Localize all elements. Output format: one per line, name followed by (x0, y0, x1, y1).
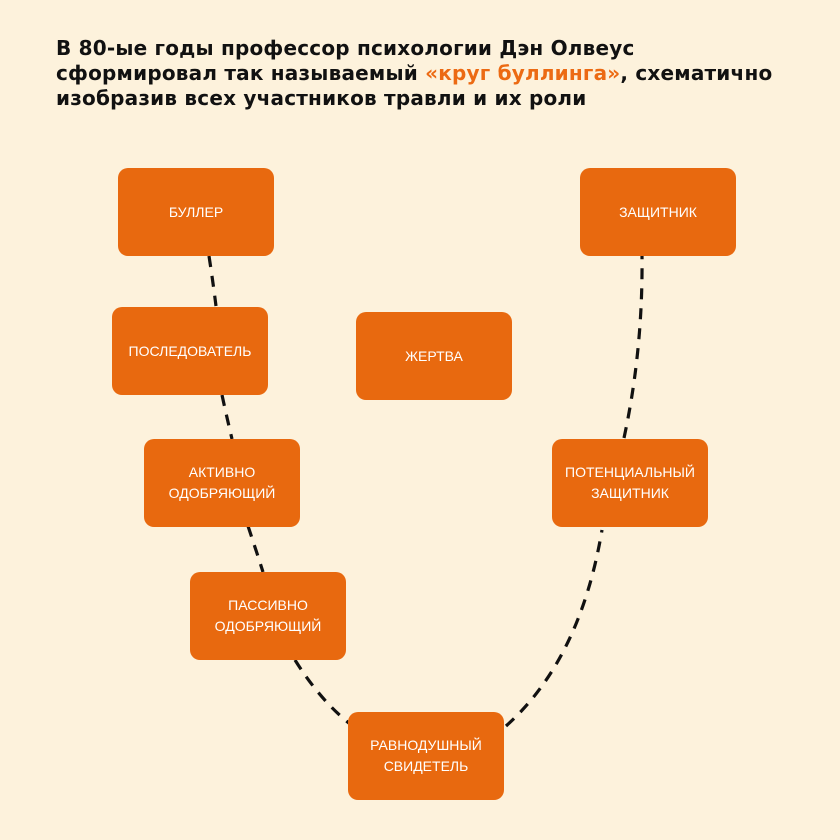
role-passive-supporter-line1: ПАССИВНО (228, 597, 308, 613)
role-active-supporter: АКТИВНО ОДОБРЯЮЩИЙ (144, 439, 300, 527)
heading-highlight: «круг буллинга» (425, 61, 621, 85)
role-bystander-line1: РАВНОДУШНЫЙ (370, 737, 482, 753)
heading-text-end: , схематично изобразив всех участников т… (56, 61, 773, 110)
role-victim: ЖЕРТВА (356, 312, 512, 400)
role-bystander: РАВНОДУШНЫЙ СВИДЕТЕЛЬ (348, 712, 504, 800)
connector-potential-defender (622, 255, 644, 439)
role-victim-label: ЖЕРТВА (405, 347, 463, 364)
page-heading: В 80-ые годы профессор психологии Дэн Ол… (56, 36, 796, 111)
role-defender-label: ЗАЩИТНИК (619, 203, 697, 220)
role-buller-label: БУЛЛЕР (168, 203, 224, 220)
connector-bystander-potential (504, 529, 604, 728)
role-follower: ПОСЛЕДОВАТЕЛЬ (112, 307, 268, 395)
heading-text-start: В 80-ые годы профессор психологии Дэн Ол… (56, 36, 635, 85)
role-potential-defender-line1: ПОТЕНЦИАЛЬНЫЙ (565, 464, 695, 480)
role-active-supporter-line2: ОДОБРЯЮЩИЙ (168, 485, 276, 501)
role-bystander-line2: СВИДЕТЕЛЬ (383, 758, 469, 774)
role-buller: БУЛЛЕР (118, 168, 274, 256)
role-passive-supporter-line2: ОДОБРЯЮЩИЙ (214, 618, 322, 634)
connector-buller-follower (207, 255, 218, 307)
connector-follower-active (220, 394, 234, 440)
role-follower-label: ПОСЛЕДОВАТЕЛЬ (128, 342, 252, 359)
role-active-supporter-line1: АКТИВНО (188, 464, 256, 480)
connector-passive-bystander (293, 659, 351, 726)
role-defender: ЗАЩИТНИК (580, 168, 736, 256)
connector-active-passive (246, 525, 265, 573)
role-potential-defender-line2: ЗАЩИТНИК (591, 485, 669, 501)
role-potential-defender: ПОТЕНЦИАЛЬНЫЙ ЗАЩИТНИК (552, 439, 708, 527)
role-passive-supporter: ПАССИВНО ОДОБРЯЮЩИЙ (190, 572, 346, 660)
